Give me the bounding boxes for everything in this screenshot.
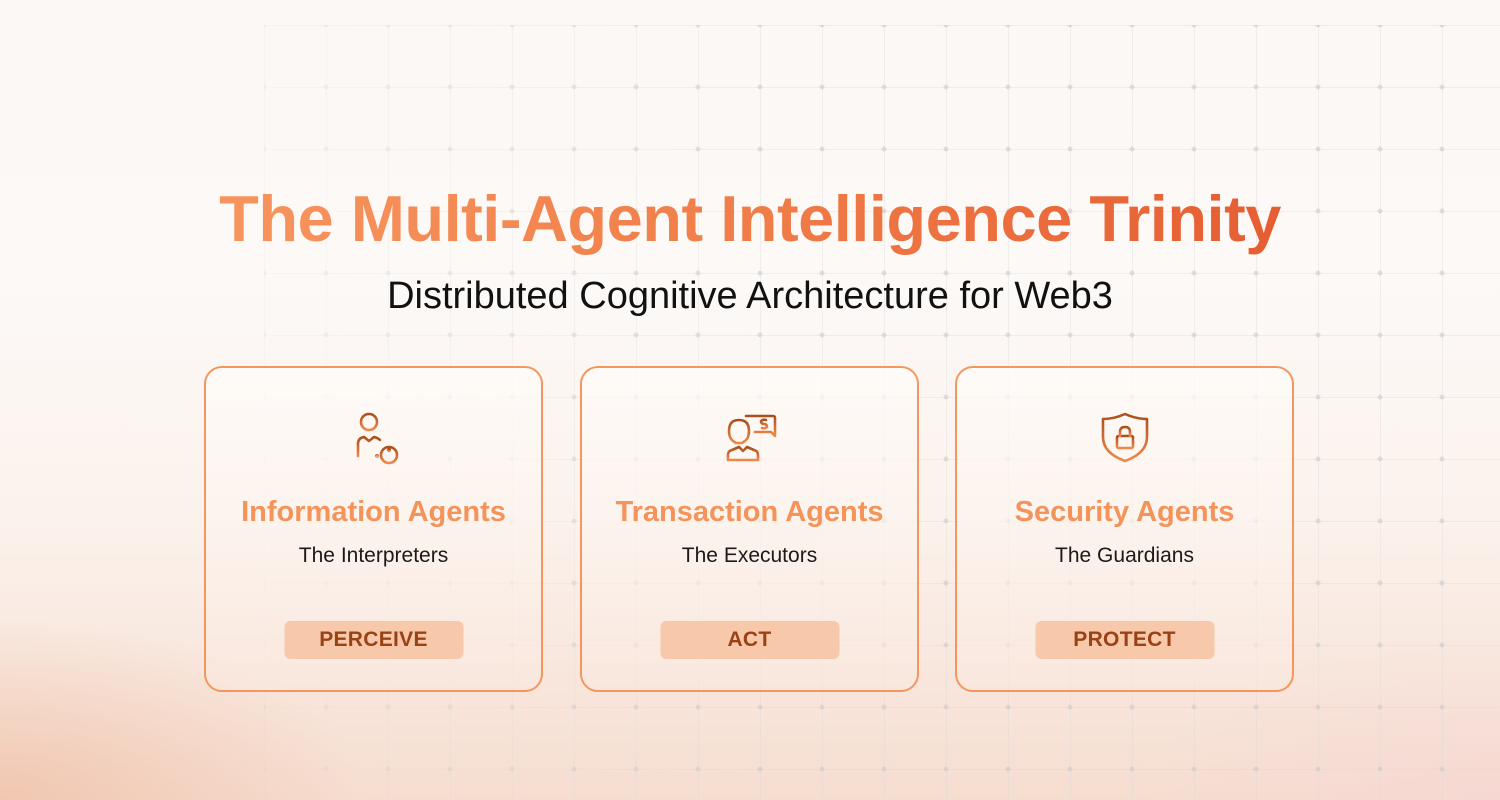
page-title: The Multi-Agent Intelligence Trinity	[219, 182, 1281, 255]
card-role: The Interpreters	[298, 544, 449, 567]
user-info-icon	[344, 408, 404, 468]
card-badge-protect: PROTECT	[1035, 621, 1214, 659]
card-badge-act: ACT	[660, 621, 839, 659]
shield-lock-icon	[1095, 408, 1155, 468]
page-subtitle: Distributed Cognitive Architecture for W…	[387, 275, 1113, 317]
card-role: The Executors	[681, 544, 818, 567]
user-dollar-chat-icon	[720, 408, 780, 468]
card-information-agents: Information Agents The Interpreters PERC…	[204, 366, 543, 692]
card-security-agents: Security Agents The Guardians PROTECT	[955, 366, 1294, 692]
card-role: The Guardians	[1055, 544, 1194, 567]
card-transaction-agents: Transaction Agents The Executors ACT	[580, 366, 919, 692]
card-title: Security Agents	[1014, 496, 1235, 528]
card-title: Transaction Agents	[615, 496, 884, 528]
card-title: Information Agents	[241, 496, 506, 528]
card-badge-perceive: PERCEIVE	[284, 621, 463, 659]
